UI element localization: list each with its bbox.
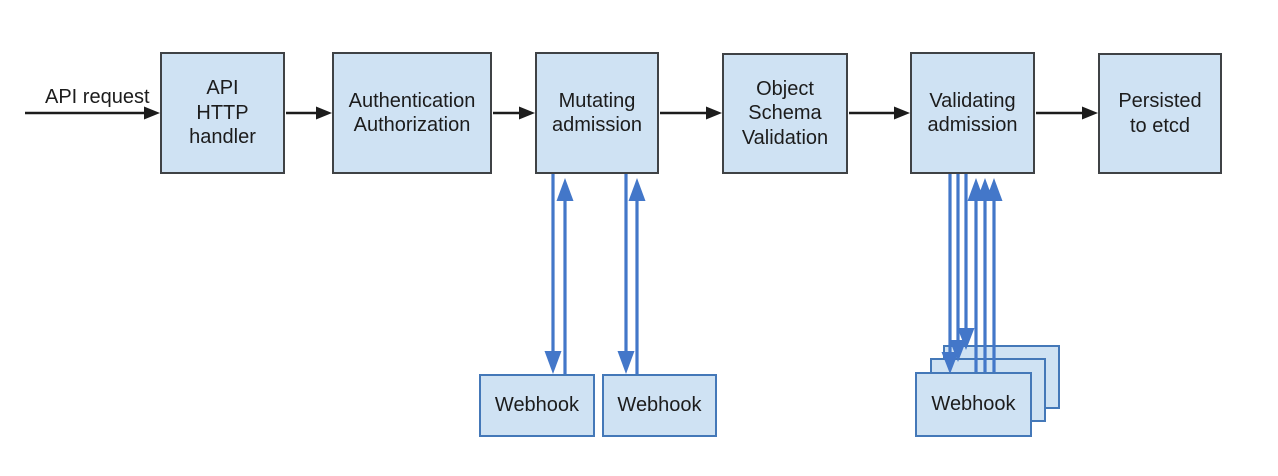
validating-webhook-down-arrow-2	[949, 174, 967, 362]
flow-arrow-schema-to-validating	[849, 106, 910, 120]
validating-webhook-up-arrow-2	[976, 178, 994, 374]
validating-webhook-down-arrow-1	[957, 174, 975, 350]
validating-webhook-up-arrow-3	[985, 178, 1003, 374]
mutating-webhook-box-1: Webhook	[479, 374, 595, 437]
flow-arrow-handler-to-auth	[286, 106, 332, 120]
stage-box-validating-admission: Validating admission	[910, 52, 1035, 174]
api-request-label: API request	[45, 86, 150, 108]
flow-arrow-validating-to-etcd	[1036, 106, 1098, 120]
mutating-webhook1-up-arrow	[556, 178, 574, 374]
mutating-webhook-box-2: Webhook	[602, 374, 717, 437]
request-arrow	[25, 106, 160, 120]
stage-box-mutating-admission: Mutating admission	[535, 52, 659, 174]
validating-webhook-box-front: Webhook	[915, 372, 1032, 437]
stage-box-persisted-to-etcd: Persisted to etcd	[1098, 53, 1222, 174]
validating-webhook-down-arrow-3	[941, 174, 959, 374]
stage-box-authentication-authorization: Authentication Authorization	[332, 52, 492, 174]
mutating-webhook1-down-arrow	[544, 174, 562, 374]
mutating-webhook2-up-arrow	[628, 178, 646, 374]
stage-box-object-schema-validation: Object Schema Validation	[722, 53, 848, 174]
stage-box-api-http-handler: API HTTP handler	[160, 52, 285, 174]
flow-arrow-auth-to-mutating	[493, 106, 535, 120]
flow-arrow-mutating-to-schema	[660, 106, 722, 120]
mutating-webhook2-down-arrow	[617, 174, 635, 374]
validating-webhook-up-arrow-1	[967, 178, 985, 374]
